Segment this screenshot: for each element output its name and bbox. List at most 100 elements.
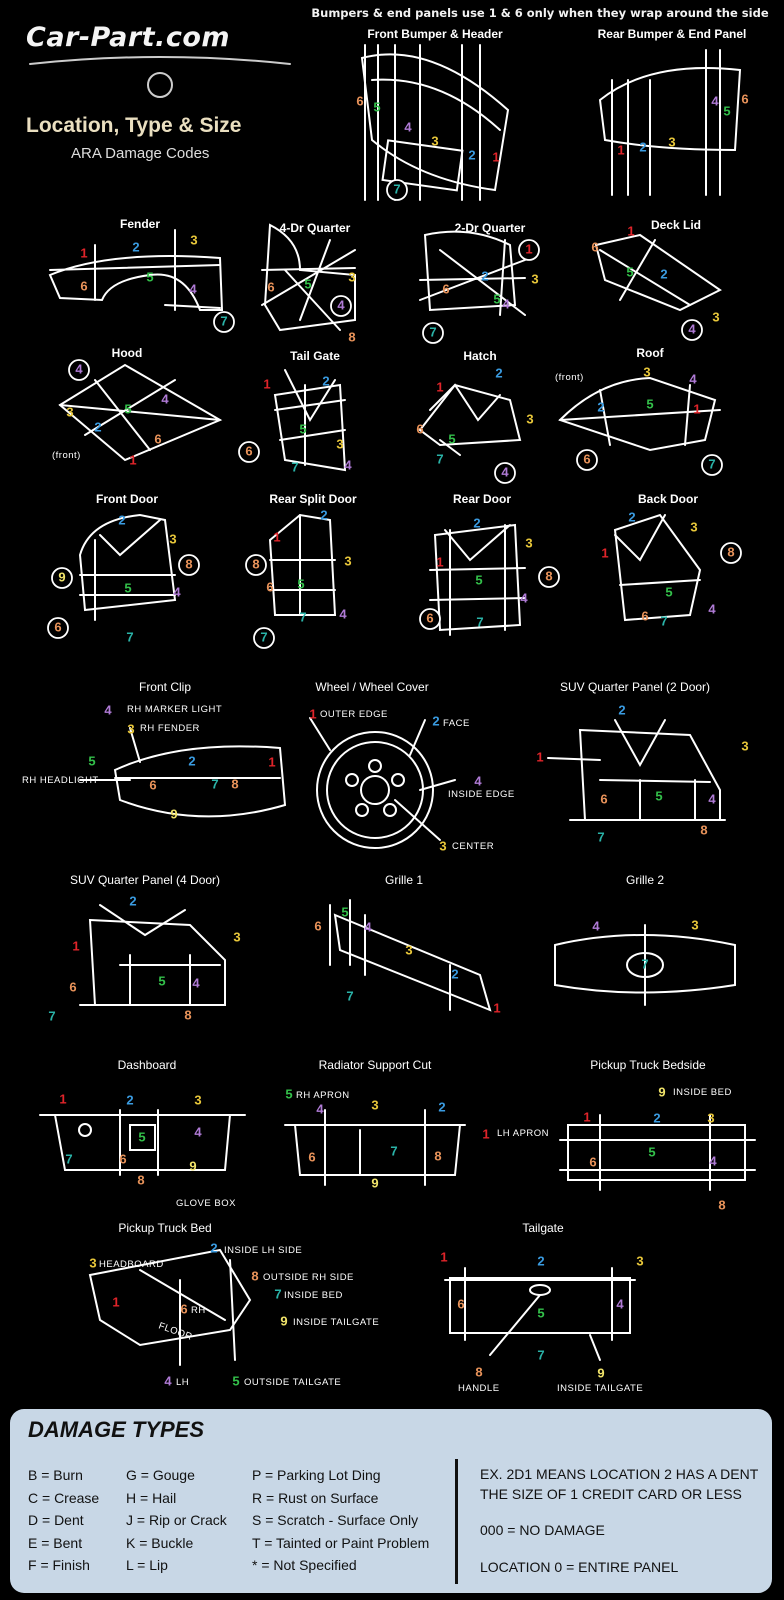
circle-marker [422, 322, 444, 344]
loc-7: 7 [436, 451, 443, 466]
loc-4: 4 [164, 1373, 172, 1388]
loc-9: 9 [170, 806, 177, 821]
loc-2: 2 [210, 1240, 217, 1255]
rear-door-drawing [429, 523, 526, 636]
loc-8: 8 [700, 822, 707, 837]
loc-3: 3 [712, 309, 719, 324]
quarter2-drawing [419, 230, 526, 316]
note-outside-rh-side: OUTSIDE RH SIDE [263, 1272, 354, 1283]
title-tail-gate: Tail Gate [290, 349, 340, 363]
loc-1: 1 [268, 754, 275, 769]
front-bumper-drawing [360, 44, 510, 201]
loc-3: 3 [190, 232, 197, 247]
loc-3: 3 [66, 404, 73, 419]
legend-item: G = Gouge [126, 1467, 195, 1483]
legend-col-1: B = Burn C = Crease D = Dent E = Bent F … [28, 1464, 99, 1577]
loc-9: 9 [189, 1158, 196, 1173]
loc-4: 4 [474, 773, 482, 788]
circle-marker [213, 311, 235, 333]
loc-8: 8 [252, 556, 259, 571]
note-lh: LH [176, 1377, 189, 1388]
hood-front-note: (front) [52, 450, 81, 461]
note-glove-box: GLOVE BOX [176, 1198, 236, 1209]
loc-1: 1 [492, 149, 499, 164]
note-inside-edge: INSIDE EDGE [448, 789, 515, 800]
loc-1: 1 [627, 223, 634, 238]
loc-4: 4 [501, 464, 509, 479]
loc-8: 8 [137, 1172, 144, 1187]
loc-4: 4 [711, 93, 719, 108]
title-deck-lid: Deck Lid [651, 218, 701, 232]
loc-2: 2 [537, 1253, 544, 1268]
loc-5: 5 [655, 788, 662, 803]
note-inside-bed-bedside: INSIDE BED [673, 1087, 732, 1098]
note-rh-marker-light: RH MARKER LIGHT [127, 704, 222, 715]
circle-marker [47, 617, 69, 639]
title-hatch: Hatch [463, 349, 496, 363]
legend-item: * = Not Specified [252, 1557, 357, 1573]
loc-2: 2 [473, 515, 480, 530]
front-door-drawing [78, 513, 177, 621]
loc-1: 1 [112, 1294, 119, 1309]
loc-2: 2 [94, 419, 101, 434]
loc-6: 6 [457, 1296, 464, 1311]
loc-2: 2 [468, 147, 475, 162]
loc-9: 9 [280, 1313, 287, 1328]
loc-8: 8 [231, 776, 238, 791]
circle-marker [720, 542, 742, 564]
page-title: Location, Type & Size [26, 114, 242, 137]
loc-3: 3 [344, 553, 351, 568]
loc-8: 8 [475, 1364, 482, 1379]
loc-3: 3 [636, 1253, 643, 1268]
loc-1: 1 [273, 529, 280, 544]
loc-7: 7 [660, 613, 667, 628]
note-rh-apron: RH APRON [296, 1090, 350, 1101]
loc-6: 6 [589, 1154, 596, 1169]
title-tailgate: Tailgate [522, 1221, 564, 1235]
loc-3: 3 [439, 838, 446, 853]
loc-4: 4 [337, 297, 345, 312]
loc-4: 4 [404, 119, 412, 134]
legend-item: J = Rip or Crack [126, 1512, 227, 1528]
title-front-bumper: Front Bumper & Header [367, 27, 503, 41]
loc-5: 5 [138, 1129, 145, 1144]
legend-title: DAMAGE TYPES [28, 1417, 205, 1442]
circle-marker [178, 554, 200, 576]
loc-1: 1 [59, 1091, 66, 1106]
title-hood: Hood [112, 346, 143, 360]
loc-1: 1 [129, 452, 136, 467]
loc-7: 7 [346, 988, 353, 1003]
loc-5: 5 [537, 1305, 544, 1320]
loc-5: 5 [626, 264, 633, 279]
loc-4: 4 [161, 391, 169, 406]
loc-6: 6 [80, 278, 87, 293]
loc-1: 1 [482, 1126, 489, 1141]
loc-2: 2 [451, 966, 458, 981]
legend-item: C = Crease [28, 1489, 100, 1506]
loc-5: 5 [373, 99, 380, 114]
circled-markers [47, 179, 742, 649]
loc-6: 6 [426, 610, 433, 625]
loc-2: 2 [628, 509, 635, 524]
loc-3: 3 [233, 929, 240, 944]
title-rear-door: Rear Door [453, 492, 511, 506]
loc-6: 6 [741, 91, 748, 106]
loc-5: 5 [646, 396, 653, 411]
loc-2: 2 [481, 268, 488, 283]
loc-7: 7 [291, 459, 298, 474]
title-suv4: SUV Quarter Panel (4 Door) [70, 873, 220, 887]
loc-1: 1 [525, 241, 532, 256]
loc-3: 3 [690, 519, 697, 534]
circle-marker [245, 554, 267, 576]
loc-3: 3 [531, 271, 538, 286]
legend-item: K = Buckle [126, 1534, 194, 1551]
title-front-door: Front Door [96, 492, 158, 506]
loc-2: 2 [618, 702, 625, 717]
page-subtitle: ARA Damage Codes [71, 145, 210, 162]
loc-4: 4 [316, 1101, 324, 1116]
note-inside-bed: INSIDE BED [284, 1290, 343, 1301]
loc-2: 2 [653, 1110, 660, 1125]
title-grille2: Grille 2 [626, 873, 664, 887]
title-rear-bumper: Rear Bumper & End Panel [598, 27, 747, 41]
location-numbers: 6 5 4 3 2 1 1 2 3 4 5 6 1 2 3 4 5 6 6 3 … [48, 91, 748, 1388]
